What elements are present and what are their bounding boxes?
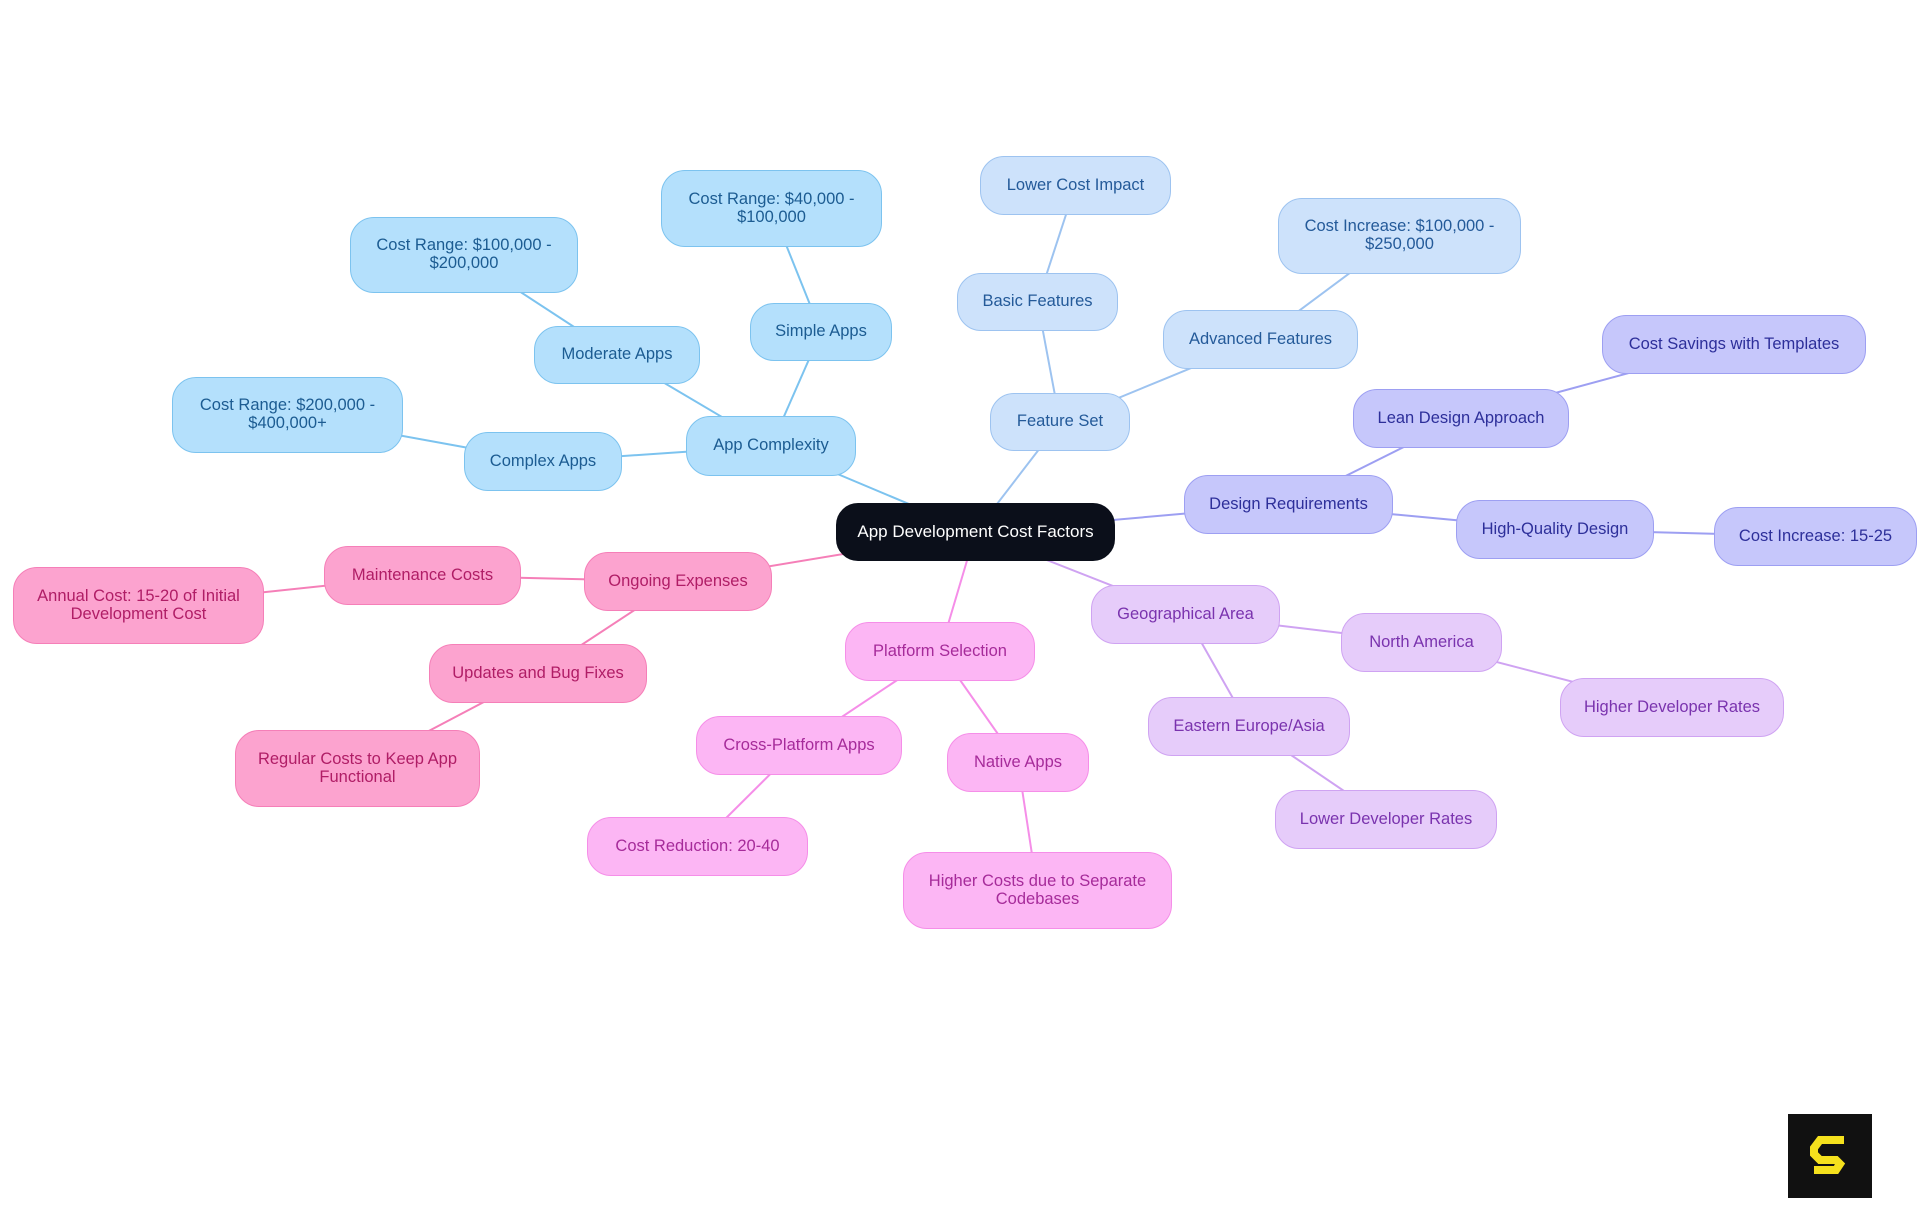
- node-lower-rates: Lower Developer Rates: [1275, 790, 1497, 849]
- node-moderate-cost: Cost Range: $100,000 - $200,000: [350, 217, 578, 293]
- node-app-complexity: App Complexity: [686, 416, 856, 476]
- node-complex-cost: Cost Range: $200,000 - $400,000+: [172, 377, 403, 453]
- node-design-requirements: Design Requirements: [1184, 475, 1393, 534]
- node-platform-selection: Platform Selection: [845, 622, 1035, 681]
- node-moderate-apps: Moderate Apps: [534, 326, 700, 384]
- node-advanced-features: Advanced Features: [1163, 310, 1358, 369]
- node-simple-apps: Simple Apps: [750, 303, 892, 361]
- node-geographical-area: Geographical Area: [1091, 585, 1280, 644]
- node-high-quality-design: High-Quality Design: [1456, 500, 1654, 559]
- node-updates-bug-fixes: Updates and Bug Fixes: [429, 644, 647, 703]
- node-annual-cost: Annual Cost: 15-20 of Initial Developmen…: [13, 567, 264, 644]
- node-basic-features: Basic Features: [957, 273, 1118, 331]
- node-ongoing-expenses: Ongoing Expenses: [584, 552, 772, 611]
- brand-s-logo-icon: [1788, 1114, 1872, 1198]
- node-simple-cost: Cost Range: $40,000 - $100,000: [661, 170, 882, 247]
- node-design-cost-increase: Cost Increase: 15-25: [1714, 507, 1917, 566]
- node-native-apps: Native Apps: [947, 733, 1089, 792]
- node-advanced-cost: Cost Increase: $100,000 - $250,000: [1278, 198, 1521, 274]
- node-north-america: North America: [1341, 613, 1502, 672]
- root-node: App Development Cost Factors: [836, 503, 1115, 561]
- node-maintenance-costs: Maintenance Costs: [324, 546, 521, 605]
- node-feature-set: Feature Set: [990, 393, 1130, 451]
- node-lower-cost-impact: Lower Cost Impact: [980, 156, 1171, 215]
- node-separate-codebases: Higher Costs due to Separate Codebases: [903, 852, 1172, 929]
- node-eastern-europe-asia: Eastern Europe/Asia: [1148, 697, 1350, 756]
- node-template-savings: Cost Savings with Templates: [1602, 315, 1866, 374]
- node-regular-costs: Regular Costs to Keep App Functional: [235, 730, 480, 807]
- node-cross-platform: Cross-Platform Apps: [696, 716, 902, 775]
- node-lean-design: Lean Design Approach: [1353, 389, 1569, 448]
- node-complex-apps: Complex Apps: [464, 432, 622, 491]
- node-higher-rates: Higher Developer Rates: [1560, 678, 1784, 737]
- node-cost-reduction: Cost Reduction: 20-40: [587, 817, 808, 876]
